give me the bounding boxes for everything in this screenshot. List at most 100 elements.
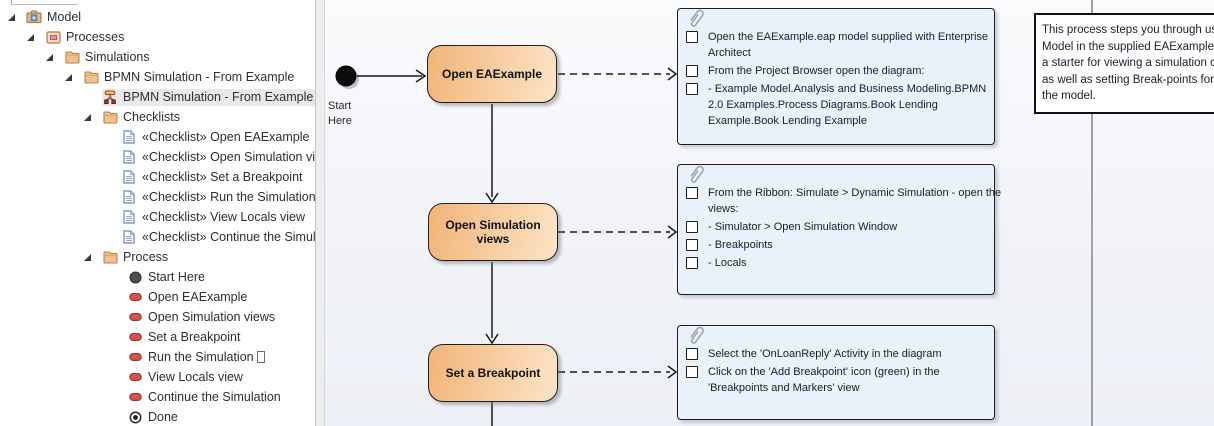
control-flow-start-to-act1[interactable] [357,69,427,83]
tree-indent-spacer [102,270,121,284]
checklist-item: - Example Model.Analysis and Business Mo… [686,81,990,129]
checkbox[interactable] [686,31,698,43]
control-flow-act2-to-act3[interactable] [485,262,499,345]
checklist-note-set-a-breakpoint[interactable]: Select the 'OnLoanReply' Activity in the… [677,325,995,420]
expand-arrow-icon[interactable] [7,10,26,24]
checklist-note-open-eaexample[interactable]: Open the EAExample.eap model supplied wi… [677,8,995,145]
checklist-doc-icon [121,230,137,244]
action-icon [127,292,143,302]
tree-item-label: Simulations [85,50,150,64]
tree-indent-spacer [102,130,121,144]
checklist-item: From the Project Browser open the diagra… [686,63,990,79]
diagram-canvas[interactable]: Start Here Open EAExample Open Simulatio… [325,0,1214,426]
checklist-doc-icon [121,170,137,184]
tree-indent-spacer [102,390,121,404]
action-icon [127,372,143,382]
process-description-note[interactable]: This process steps you through using a B… [1034,13,1214,114]
tree-item-simulations[interactable]: Simulations [0,47,315,67]
tree-item-checklist-open-simulation-vie[interactable]: «Checklist» Open Simulation vie [0,147,315,167]
checkbox[interactable] [686,221,698,233]
tree-item-model[interactable]: Model [0,7,315,27]
side-note-line: This process steps you through using a B… [1042,24,1214,36]
control-flow-act1-to-act2[interactable] [485,104,499,204]
diagram-boundary-line [1091,0,1093,426]
tree-item-checklist-view-locals-view[interactable]: «Checklist» View Locals view [0,207,315,227]
tree-item-view-locals-view[interactable]: View Locals view [0,367,315,387]
tree-item-set-a-breakpoint[interactable]: Set a Breakpoint [0,327,315,347]
tree-item-processes[interactable]: Processes [0,27,315,47]
connectors-layer [335,65,678,426]
checkbox[interactable] [686,65,698,77]
tree-item-label: «Checklist» Set a Breakpoint [142,170,303,184]
paperclip-icon [686,323,704,356]
tree-item-process[interactable]: Process [0,247,315,267]
checklist-item-text: Select the 'OnLoanReply' Activity in the… [708,348,942,360]
tree-item-label: Continue the Simulation [148,390,281,404]
tree-indent-spacer [102,170,121,184]
start-node-label: Start Here [328,100,352,127]
expand-arrow-icon[interactable] [83,110,102,124]
notelink-act3[interactable] [558,365,678,379]
checkbox[interactable] [686,239,698,251]
tree-indent-spacer [102,230,121,244]
activity-open-eaexample[interactable]: Open EAExample [427,45,557,103]
tree-item-run-the-simulation[interactable]: Run the Simulation [0,347,315,367]
folder-icon [64,50,80,64]
checkbox[interactable] [686,348,698,360]
tree-item-checklists[interactable]: Checklists [0,107,315,127]
checklist-item-text: From the Project Browser open the diagra… [708,65,925,77]
expand-arrow-icon[interactable] [26,30,45,44]
final-node-icon [127,411,143,424]
tree-item-label: BPMN Simulation - From Example [123,90,314,104]
folder-icon [102,250,118,264]
start-node[interactable] [335,65,359,89]
tree-indent-spacer [102,330,121,344]
tree-item-bpmn-simulation-from-example[interactable]: BPMN Simulation - From Example [0,67,315,87]
tree-item-label: Processes [66,30,125,44]
activity-label: Open Simulation views [445,218,541,246]
notelink-act1[interactable] [558,67,678,81]
checklist-doc-icon [121,190,137,204]
tree-indent-spacer [102,290,121,304]
tree-indent-spacer [102,150,121,164]
activity-label: Open EAExample [441,67,543,81]
start-node-icon [127,270,143,284]
tree-item-label: Model [47,10,82,24]
tree-item-start-here[interactable]: Start Here [0,267,315,287]
tree-item-continue-the-simulation[interactable]: Continue the Simulation [0,387,315,407]
checkbox[interactable] [686,366,698,378]
tree-item-label: BPMN Simulation - From Example [104,70,295,84]
checkbox[interactable] [686,83,698,95]
side-note-line: a starter for viewing a simulation of th… [1042,57,1214,69]
notelink-act2[interactable] [558,225,678,239]
tree-item-open-simulation-views[interactable]: Open Simulation views [0,307,315,327]
tree-item-checklist-open-eaexample[interactable]: «Checklist» Open EAExample [0,127,315,147]
tree-indent-spacer [102,190,121,204]
checklist-note-open-simulation-views[interactable]: From the Ribbon: Simulate > Dynamic Simu… [677,164,1001,295]
checklist-item: From the Ribbon: Simulate > Dynamic Simu… [686,185,1001,217]
checklist-item-text: - Breakpoints [708,239,773,251]
tree-item-label: «Checklist» Open Simulation vie [142,150,315,164]
checklist-item-text: - Locals [708,257,747,269]
tree-item-checklist-run-the-simulation[interactable]: «Checklist» Run the Simulation [0,187,315,207]
checklist-item-text: - Simulator > Open Simulation Window [708,221,898,233]
expand-arrow-icon[interactable] [45,50,64,64]
expand-arrow-icon[interactable] [83,250,102,264]
checklist-item: Select the 'OnLoanReply' Activity in the… [686,346,990,362]
activity-set-a-breakpoint[interactable]: Set a Breakpoint [428,344,558,402]
tree-item-done[interactable]: Done [0,407,315,426]
tree-indent-spacer [102,310,121,324]
tree-item-checklist-continue-the-simula[interactable]: «Checklist» Continue the Simula [0,227,315,247]
expand-arrow-icon[interactable] [64,70,83,84]
panel-splitter[interactable] [315,0,325,426]
checkbox[interactable] [686,187,698,199]
activity-open-simulation-views[interactable]: Open Simulation views [428,203,558,261]
checkbox[interactable] [686,257,698,269]
action-icon [127,332,143,342]
tree-item-label: View Locals view [148,370,243,384]
missing-character-glyph [256,351,265,363]
folder-icon [83,70,99,84]
tree-item-bpmn-simulation-from-example[interactable]: BPMN Simulation - From Example [0,87,315,107]
tree-item-checklist-set-a-breakpoint[interactable]: «Checklist» Set a Breakpoint [0,167,315,187]
tree-item-open-eaexample[interactable]: Open EAExample [0,287,315,307]
